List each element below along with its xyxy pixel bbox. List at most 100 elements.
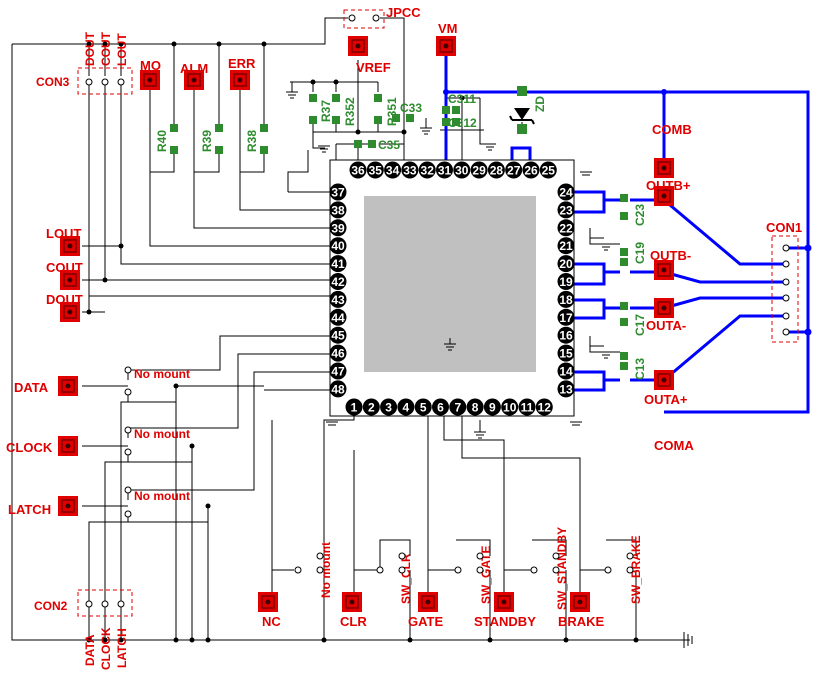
svg-text:7: 7 xyxy=(454,401,461,415)
svg-text:44: 44 xyxy=(331,311,345,325)
pad-ground-icon xyxy=(444,338,456,351)
svg-text:41: 41 xyxy=(331,257,345,271)
svg-text:35: 35 xyxy=(369,164,383,178)
svg-text:12: 12 xyxy=(538,401,552,415)
ic-pin-17: 17 xyxy=(557,308,575,326)
svg-text:8: 8 xyxy=(472,401,479,415)
component-pad xyxy=(170,146,178,154)
svg-text:36: 36 xyxy=(351,164,365,178)
svg-text:32: 32 xyxy=(421,164,435,178)
sw-brake-label: SW_BRAKE xyxy=(629,535,643,604)
connector-con1: CON1 xyxy=(766,220,802,343)
component-pad xyxy=(215,146,223,154)
component-pad xyxy=(392,114,400,122)
svg-text:13: 13 xyxy=(559,382,573,396)
ic-pin-7: 7 xyxy=(449,398,467,416)
svg-text:14: 14 xyxy=(559,365,573,379)
tp-label-comb: COMB xyxy=(652,122,692,137)
zener-diode-icon xyxy=(509,86,535,134)
r39-label: R39 xyxy=(200,130,214,152)
ic-pin-34: 34 xyxy=(384,161,402,179)
ic-pin-37: 37 xyxy=(329,183,347,201)
test-point-gate: GATE xyxy=(408,592,443,629)
test-point-standby: STANDBY xyxy=(474,592,536,629)
svg-text:42: 42 xyxy=(331,275,345,289)
svg-text:15: 15 xyxy=(559,347,573,361)
ic-pin-33: 33 xyxy=(401,161,419,179)
svg-text:40: 40 xyxy=(331,239,345,253)
sw-gate-label: SW_GATE xyxy=(479,546,493,604)
svg-text:30: 30 xyxy=(455,164,469,178)
con3-pin-dout: DOUT xyxy=(83,31,97,66)
no-mount-latch: No mount xyxy=(134,489,190,503)
ic-pin-28: 28 xyxy=(487,161,505,179)
ic-pin-6: 6 xyxy=(432,398,449,416)
ic-pin-19: 19 xyxy=(557,273,575,290)
r352-label: R352 xyxy=(343,97,357,126)
component-pad xyxy=(452,106,460,114)
ic-pin-39: 39 xyxy=(329,219,347,237)
ic-pin-21: 21 xyxy=(557,237,575,255)
tp-label-clock: CLOCK xyxy=(6,440,53,455)
svg-text:9: 9 xyxy=(489,401,496,415)
ic-pin-24: 24 xyxy=(557,183,575,201)
tp-label-brake: BRAKE xyxy=(558,614,605,629)
component-pad xyxy=(620,212,628,220)
test-point-alm: ALM xyxy=(180,61,208,90)
con1-label: CON1 xyxy=(766,220,802,235)
ic-pin-25: 25 xyxy=(539,161,557,179)
ic-pin-13: 13 xyxy=(557,380,575,398)
ic-pin-22: 22 xyxy=(557,219,575,237)
svg-text:31: 31 xyxy=(438,164,452,178)
svg-text:46: 46 xyxy=(331,347,345,361)
component-pad xyxy=(442,106,450,114)
test-point-coma: COMA xyxy=(654,438,694,453)
test-point-vref: VREF xyxy=(348,36,391,75)
component-pad xyxy=(332,116,340,124)
con2-pin-clock: CLOCK xyxy=(99,627,113,670)
ic-pin-41: 41 xyxy=(329,255,347,273)
component-pad xyxy=(170,124,178,132)
switch-contacts xyxy=(124,366,634,574)
r37-label: R37 xyxy=(319,100,333,122)
tp-label-data: DATA xyxy=(14,380,49,395)
ic-pin-18: 18 xyxy=(557,290,575,308)
ic-pin-46: 46 xyxy=(329,344,347,362)
ic-pin-47: 47 xyxy=(329,362,347,380)
svg-text:16: 16 xyxy=(559,329,573,343)
tp-label-lout: LOUT xyxy=(46,226,81,241)
tp-label-coma: COMA xyxy=(654,438,694,453)
test-point-outa-m: OUTA- xyxy=(646,298,686,333)
ic-pin-10: 10 xyxy=(501,398,519,416)
ic-pin-44: 44 xyxy=(329,308,347,326)
con2-pin-data: DATA xyxy=(83,634,97,666)
test-point-clr: CLR xyxy=(340,592,367,629)
ic-pin-15: 15 xyxy=(557,344,575,362)
svg-text:38: 38 xyxy=(331,203,345,217)
test-point-outb-m: OUTB- xyxy=(650,248,691,280)
component-pad xyxy=(442,118,450,126)
con3-label: CON3 xyxy=(36,75,70,89)
svg-text:21: 21 xyxy=(559,239,573,253)
test-point-lout: LOUT xyxy=(46,226,81,256)
test-point-dout: DOUT xyxy=(46,292,83,322)
svg-text:47: 47 xyxy=(331,365,345,379)
ic-pin-9: 9 xyxy=(483,398,501,416)
component-pad xyxy=(406,114,414,122)
svg-text:10: 10 xyxy=(503,401,517,415)
connector-con3: CON3 DOUT COUT LOUT xyxy=(36,31,133,95)
component-pad xyxy=(309,116,317,124)
component-pad xyxy=(368,140,376,148)
ic-pin-29: 29 xyxy=(470,161,488,179)
svg-text:25: 25 xyxy=(542,164,556,178)
ic-pin-40: 40 xyxy=(329,237,347,255)
ic-pin-20: 20 xyxy=(557,255,575,273)
ic-pin-48: 48 xyxy=(329,380,347,398)
sw-clr-label: SW_CLR xyxy=(399,553,413,604)
c311-label: C311 xyxy=(448,92,476,106)
svg-text:45: 45 xyxy=(331,329,345,343)
component-pad xyxy=(260,146,268,154)
